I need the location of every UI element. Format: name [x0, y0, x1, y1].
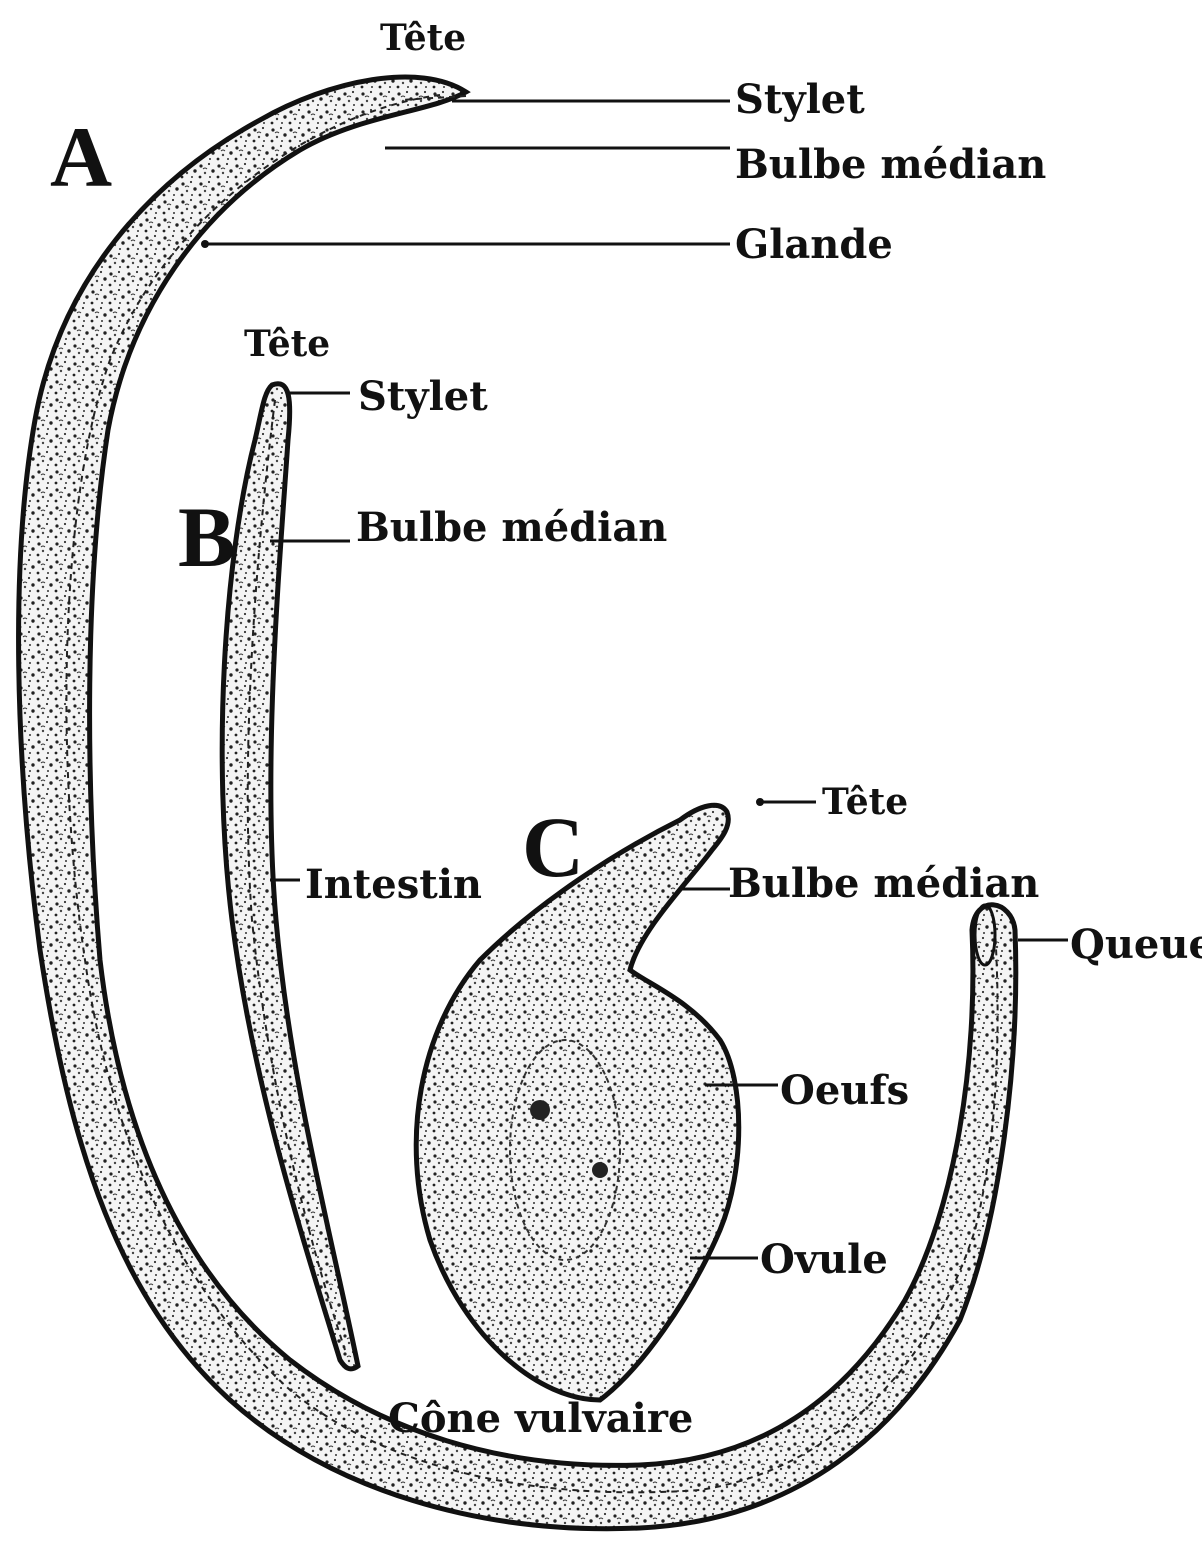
label-b-intestine: Intestin	[305, 861, 482, 908]
label-c-head: Tête	[822, 781, 908, 823]
label-c-tail: Queue	[1070, 921, 1202, 968]
label-a-median-bulb: Bulbe médian	[735, 141, 1046, 188]
panel-letter-c: C	[522, 799, 584, 895]
label-a-gland: Glande	[735, 221, 893, 268]
label-c-vulval-cone: Cône vulvaire	[388, 1395, 693, 1442]
label-b-head: Tête	[244, 323, 330, 365]
label-a-stylet: Stylet	[735, 76, 865, 123]
label-a-head: Tête	[380, 17, 466, 59]
label-c-median-bulb: Bulbe médian	[728, 860, 1039, 907]
labels-a: Tête Stylet Bulbe médian Glande	[380, 17, 1046, 268]
label-b-stylet: Stylet	[358, 373, 488, 420]
label-c-eggs: Oeufs	[780, 1067, 909, 1114]
labels-b: Tête Stylet Bulbe médian Intestin	[244, 323, 667, 908]
panel-letter-a: A	[50, 109, 112, 205]
panel-letter-b: B	[178, 489, 235, 585]
label-c-ovule: Ovule	[760, 1236, 888, 1283]
label-b-median-bulb: Bulbe médian	[356, 504, 667, 551]
